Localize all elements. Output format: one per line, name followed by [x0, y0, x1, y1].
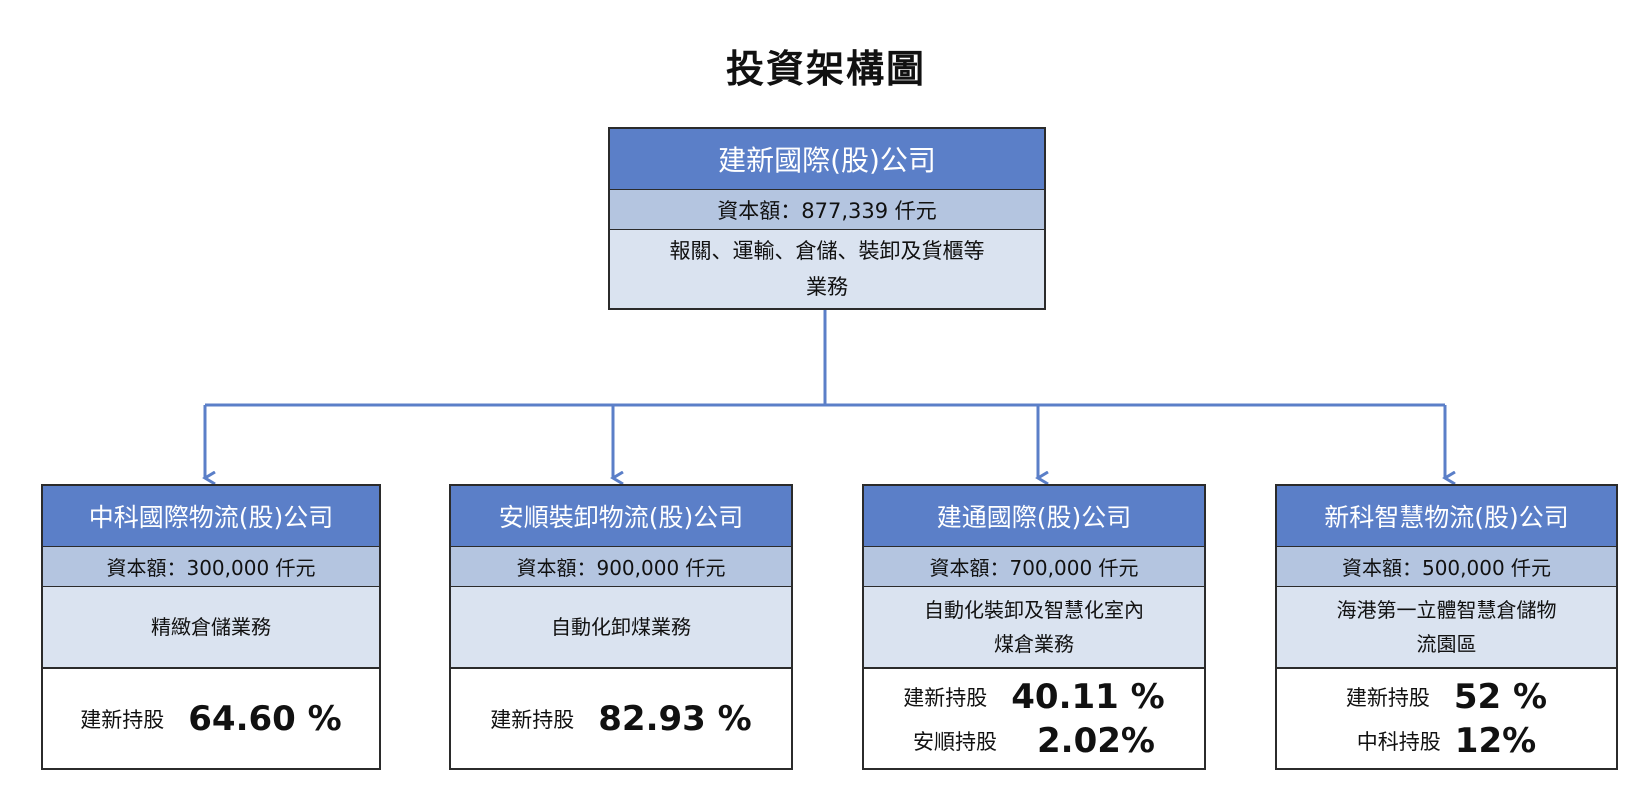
subsidiary-card-jiantong: 建通國際(股)公司 資本額：700,000 仟元 自動化裝卸及智慧化室內 煤倉業… — [862, 484, 1206, 770]
holding-row: 中科持股 12% — [1277, 721, 1616, 761]
subsidiary-business: 海港第一立體智慧倉儲物 流園區 — [1277, 587, 1616, 667]
business-line-1: 自動化裝卸及智慧化室內 — [924, 598, 1144, 622]
holding-row: 建新持股 64.60 % — [43, 699, 379, 739]
holding-label: 建新持股 — [1345, 685, 1430, 710]
diagram-title: 投資架構圖 — [725, 47, 926, 91]
parent-company-name: 建新國際(股)公司 — [610, 129, 1044, 190]
holding-percent: 52 % — [1453, 676, 1548, 717]
subsidiary-name: 安順裝卸物流(股)公司 — [451, 486, 791, 547]
business-line-2: 煤倉業務 — [994, 632, 1074, 656]
holding-percent: 82.93 % — [598, 698, 752, 739]
parent-business-line-2: 業務 — [806, 275, 848, 299]
holding-row: 建新持股 40.11 % — [864, 677, 1204, 717]
subsidiary-card-zhongke: 中科國際物流(股)公司 資本額：300,000 仟元 精緻倉儲業務 建新持股 6… — [41, 484, 381, 770]
holdings-section: 建新持股 64.60 % — [43, 667, 379, 768]
holdings-section: 建新持股 52 % 中科持股 12% — [1277, 667, 1616, 768]
subsidiary-name: 新科智慧物流(股)公司 — [1277, 486, 1616, 547]
holding-label: 安順持股 — [913, 729, 998, 754]
holding-percent: 64.60 % — [188, 698, 342, 739]
business-line-1: 海港第一立體智慧倉儲物 — [1336, 598, 1557, 622]
business-line-1: 精緻倉儲業務 — [151, 615, 271, 639]
subsidiary-business: 自動化裝卸及智慧化室內 煤倉業務 — [864, 587, 1204, 667]
subsidiary-capital: 資本額：500,000 仟元 — [1277, 547, 1616, 587]
holding-label: 建新持股 — [490, 707, 575, 732]
subsidiary-capital: 資本額：900,000 仟元 — [451, 547, 791, 587]
holding-row: 安順持股 2.02% — [864, 721, 1204, 761]
subsidiary-card-xinke: 新科智慧物流(股)公司 資本額：500,000 仟元 海港第一立體智慧倉儲物 流… — [1275, 484, 1618, 770]
parent-company-card: 建新國際(股)公司 資本額：877,339 仟元 報關、運輸、倉儲、裝卸及貨櫃等… — [608, 127, 1046, 310]
subsidiary-capital: 資本額：300,000 仟元 — [43, 547, 379, 587]
holding-row: 建新持股 82.93 % — [451, 699, 791, 739]
holding-row: 建新持股 52 % — [1277, 677, 1616, 717]
holding-percent: 2.02% — [1037, 720, 1155, 761]
holdings-section: 建新持股 82.93 % — [451, 667, 791, 768]
parent-company-business: 報關、運輸、倉儲、裝卸及貨櫃等 業務 — [610, 230, 1044, 308]
parent-company-capital: 資本額：877,339 仟元 — [610, 190, 1044, 230]
subsidiary-capital: 資本額：700,000 仟元 — [864, 547, 1204, 587]
subsidiary-card-anshun: 安順裝卸物流(股)公司 資本額：900,000 仟元 自動化卸煤業務 建新持股 … — [449, 484, 793, 770]
parent-business-line-1: 報關、運輸、倉儲、裝卸及貨櫃等 — [669, 239, 985, 263]
holding-label: 建新持股 — [80, 707, 165, 732]
subsidiary-business: 自動化卸煤業務 — [451, 587, 791, 667]
business-line-2: 流園區 — [1416, 632, 1477, 656]
holding-percent: 40.11 % — [1011, 676, 1165, 717]
holding-label: 建新持股 — [903, 685, 988, 710]
holding-percent: 12% — [1454, 720, 1537, 761]
business-line-1: 自動化卸煤業務 — [551, 615, 691, 639]
subsidiary-name: 中科國際物流(股)公司 — [43, 486, 379, 547]
subsidiary-business: 精緻倉儲業務 — [43, 587, 379, 667]
holding-label: 中科持股 — [1356, 729, 1441, 754]
holdings-section: 建新持股 40.11 % 安順持股 2.02% — [864, 667, 1204, 768]
subsidiary-name: 建通國際(股)公司 — [864, 486, 1204, 547]
